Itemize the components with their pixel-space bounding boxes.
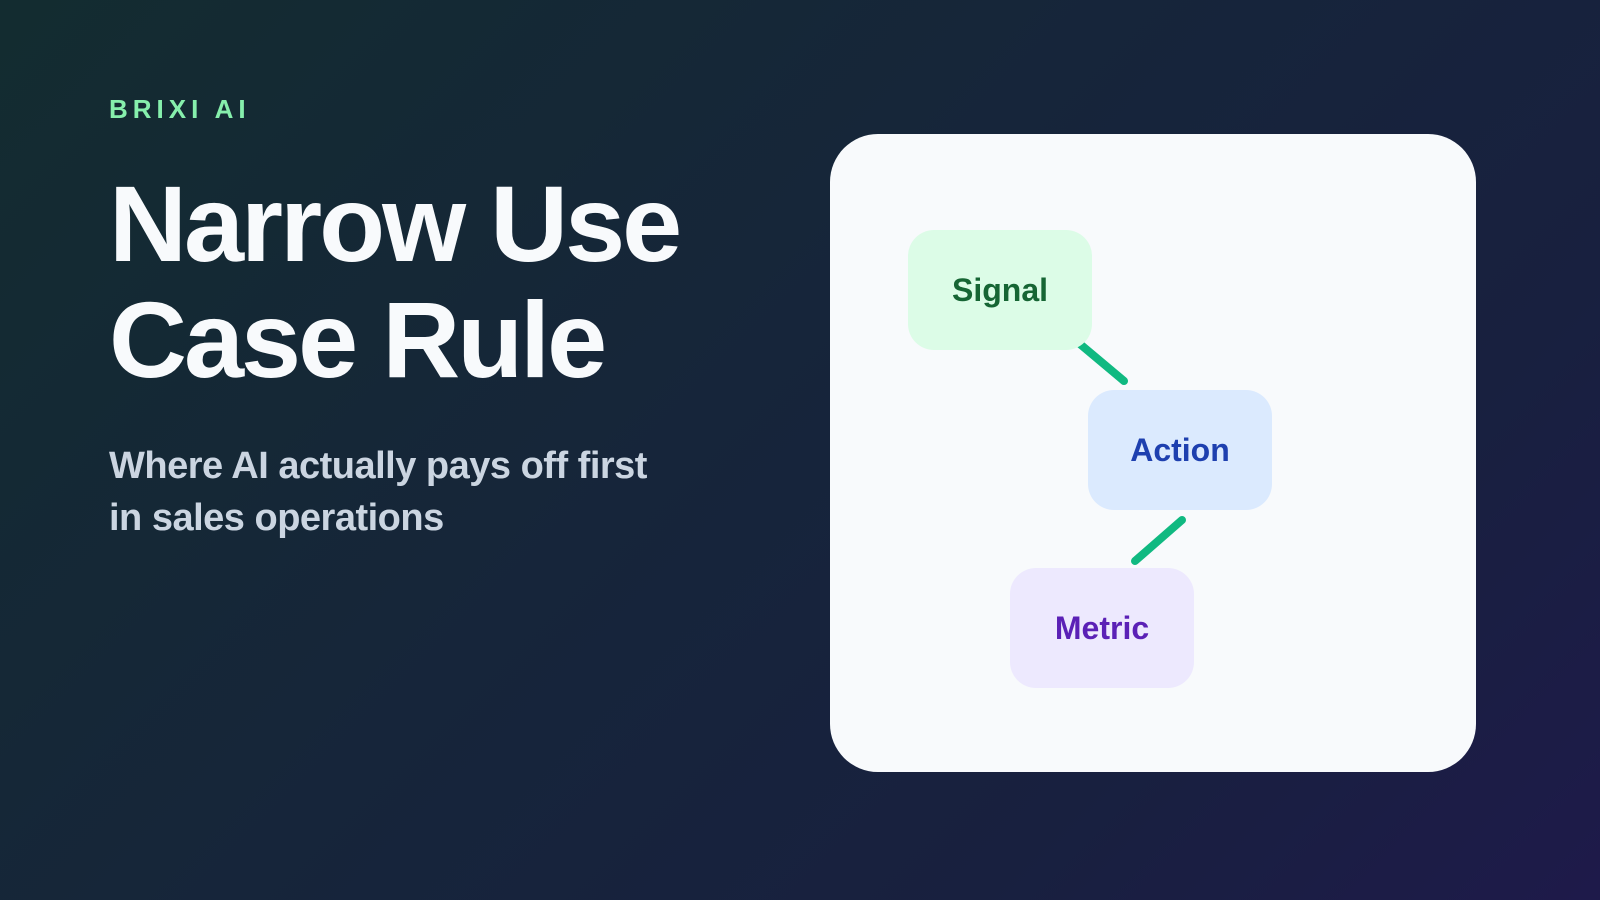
node-signal: Signal (908, 230, 1092, 350)
diagram-card: Signal Action Metric (830, 134, 1476, 772)
title-line-1: Narrow Use (109, 163, 682, 284)
brand-logo-text: BRIXI AI (109, 94, 251, 124)
page-subtitle: Where AI actually pays off first in sale… (109, 440, 729, 544)
connector-action-metric (1131, 516, 1186, 565)
subtitle-line-1: Where AI actually pays off first (109, 445, 647, 487)
subtitle-line-2: in sales operations (109, 497, 444, 539)
page-title: Narrow Use Case Rule (109, 163, 682, 400)
node-metric: Metric (1010, 568, 1194, 688)
title-line-2: Case Rule (109, 279, 607, 400)
node-action: Action (1088, 390, 1272, 510)
node-metric-label: Metric (1054, 609, 1150, 646)
node-action-label: Action (1130, 431, 1230, 468)
node-signal-label: Signal (951, 271, 1048, 308)
